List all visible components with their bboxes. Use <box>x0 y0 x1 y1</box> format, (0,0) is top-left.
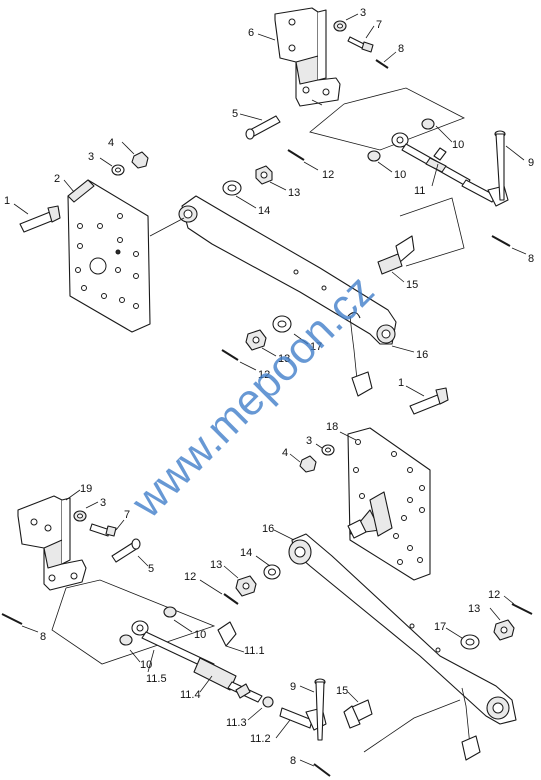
nut-4-bottom <box>299 455 317 473</box>
callout-12-bottom-right: 12 <box>488 589 500 601</box>
callout-15-bottom: 15 <box>336 685 348 697</box>
callout-8-top-b: 8 <box>528 253 534 265</box>
callout-9-top: 9 <box>528 157 534 169</box>
nut-3-top-left <box>111 164 125 176</box>
washer-17-bottom <box>460 634 480 650</box>
callout-16-bottom: 16 <box>262 523 274 535</box>
mounting-plate-top <box>67 179 151 333</box>
pin-8-top-a <box>375 59 389 69</box>
callout-18: 18 <box>326 421 338 433</box>
callout-9-bottom: 9 <box>290 681 296 693</box>
callout-8-top-a: 8 <box>398 43 404 55</box>
pin-9-bottom <box>314 678 326 741</box>
callout-16-top: 16 <box>416 349 428 361</box>
callout-11-1: 11.1 <box>244 645 265 657</box>
callout-13-mid: 13 <box>278 353 290 365</box>
check-chain-top <box>347 311 373 397</box>
lower-link-arm-bottom <box>288 533 517 725</box>
callout-11-5: 11.5 <box>146 673 167 685</box>
callout-7-top: 7 <box>376 19 382 31</box>
callout-10-top-a: 10 <box>452 139 464 151</box>
callout-3-top-left: 3 <box>88 151 94 163</box>
callout-6: 6 <box>248 27 254 39</box>
callout-19: 19 <box>80 483 92 495</box>
check-chain-bottom <box>461 687 481 761</box>
callout-8-bottom-right: 8 <box>290 755 296 767</box>
callout-3-bottom-right: 3 <box>306 435 312 447</box>
callout-11-4: 11.4 <box>180 689 201 701</box>
callout-12-mid: 12 <box>258 369 270 381</box>
bolt-1-top <box>19 205 61 233</box>
callout-1-top: 1 <box>4 195 10 207</box>
washer-17-top <box>272 315 292 333</box>
nut-13-mid <box>245 329 267 351</box>
nut-13-bottom <box>235 575 257 597</box>
callout-14-top: 14 <box>258 205 270 217</box>
callout-13-bottom: 13 <box>210 559 222 571</box>
callout-1-bottom: 1 <box>398 377 404 389</box>
callout-2-top: 2 <box>54 173 60 185</box>
callout-3-top-right: 3 <box>360 7 366 19</box>
callout-5-top: 5 <box>232 108 238 120</box>
mounting-bracket-top <box>274 7 341 107</box>
mounting-plate-bottom <box>347 427 431 581</box>
pin-5-top <box>245 115 281 140</box>
callout-12-top: 12 <box>322 169 334 181</box>
callout-7-bottom: 7 <box>124 509 130 521</box>
callout-11-3: 11.3 <box>226 717 247 729</box>
callout-3-bottom-left: 3 <box>100 497 106 509</box>
callout-13-bottom-right: 13 <box>468 603 480 615</box>
callout-11-2: 11.2 <box>250 733 271 745</box>
callout-17-top: 17 <box>310 341 322 353</box>
callout-10-bottom-b: 10 <box>140 659 152 671</box>
pin-8-top-b <box>491 235 511 247</box>
callout-14-bottom: 14 <box>240 547 252 559</box>
washer-14-bottom <box>263 564 281 580</box>
nut-3-bottom-left <box>73 510 87 522</box>
ball-15-bottom <box>343 699 373 729</box>
top-link-assembly-top <box>367 118 509 207</box>
callout-10-top-b: 10 <box>394 169 406 181</box>
callout-8-bottom-left: 8 <box>40 631 46 643</box>
nut-3-bottom-right <box>321 444 335 456</box>
pin-5-bottom <box>111 538 141 563</box>
callout-15-top: 15 <box>406 279 418 291</box>
washer-14-top <box>222 180 242 196</box>
bolt-7-top <box>347 36 374 53</box>
pin-9-top <box>494 130 506 201</box>
callout-4-bottom: 4 <box>282 447 288 459</box>
nut-13-bottom-right <box>493 619 515 641</box>
callout-13-top: 13 <box>288 187 300 199</box>
ball-15-top <box>377 235 415 275</box>
callout-11: 11 <box>414 185 425 197</box>
nut-4-top <box>131 151 149 169</box>
mounting-bracket-bottom <box>17 495 87 591</box>
callout-5-bottom: 5 <box>148 563 154 575</box>
callout-10-bottom-a: 10 <box>194 629 206 641</box>
bolt-7-bottom <box>89 523 117 537</box>
nut-3-top <box>333 20 347 32</box>
bolt-1-bottom <box>409 387 449 415</box>
callout-12-bottom-left: 12 <box>184 571 196 583</box>
watermark-text: www.mepoon.cz <box>122 266 384 528</box>
top-link-assembly-bottom <box>119 606 327 731</box>
callout-4-top: 4 <box>108 137 114 149</box>
callout-17-bottom: 17 <box>434 621 446 633</box>
nut-13-top <box>255 165 273 185</box>
